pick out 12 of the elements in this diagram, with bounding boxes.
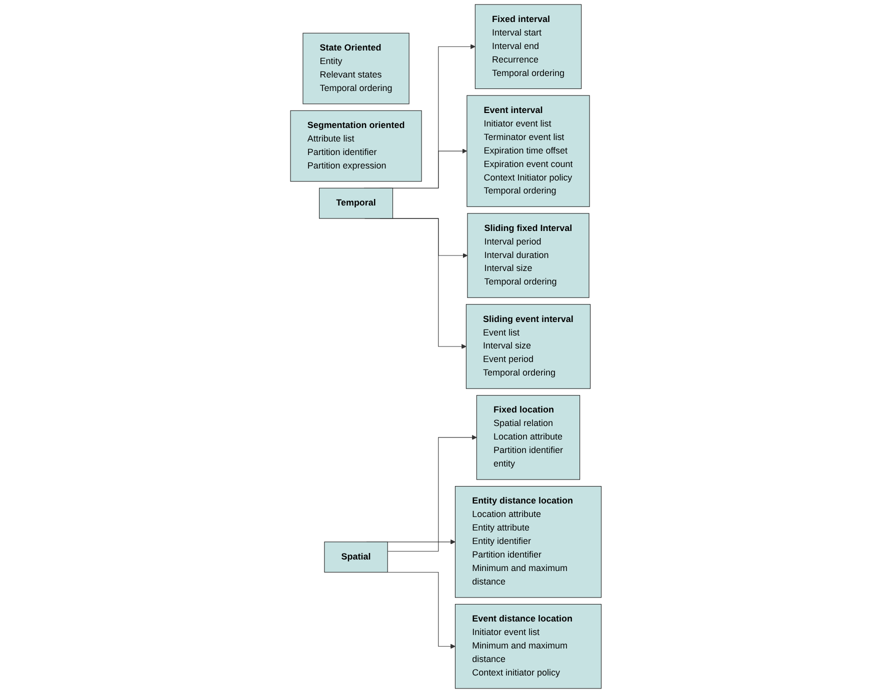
node-box: State Oriented Entity Relevant states Temporal ordering: [302, 32, 409, 104]
arrow: [386, 539, 456, 552]
node-box: Fixed interval Interval start Interval end Recurrence Temporal ordering: [474, 4, 582, 90]
node-box: Sliding fixed Interval Interval period Interval duration Interval size Temporal ordering: [466, 213, 589, 298]
node-box: Entity distance location Location attribute Entity attribute Entity identifier Partition identifier Minimum and maximum distance: [454, 486, 602, 598]
node-box: Fixed location Spatial relation Location attribute Partition identifier entity: [476, 395, 580, 480]
node-box: Event interval Initiator event list Terminator event list Expiration time offset Expiration event count Context Initiator policy Temporal ordering: [466, 95, 590, 207]
node-box: Temporal: [318, 188, 393, 219]
node-box: Spatial: [324, 542, 388, 573]
node-box: Event distance location Initiator event list Minimum and maximum distance Context initiator policy: [454, 604, 602, 689]
node-box: Sliding event interval Event list Interval size Event period Temporal ordering: [466, 304, 590, 389]
node-box: Segmentation oriented Attribute list Partition identifier Partition expression: [290, 110, 422, 182]
